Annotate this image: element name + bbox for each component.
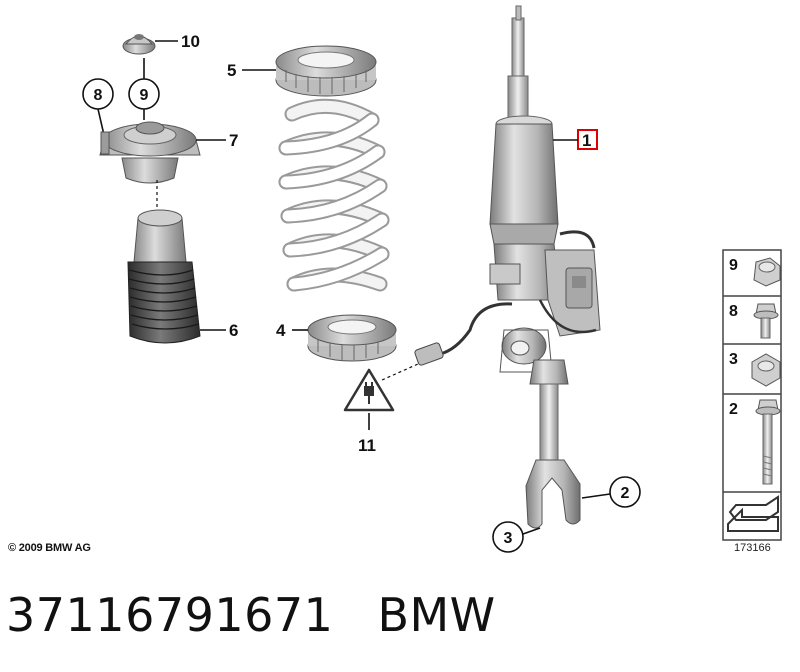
coil-spring	[278, 98, 390, 292]
key-3-nut[interactable]: 3	[729, 351, 781, 387]
callout-circle-9[interactable]: 9	[128, 78, 160, 110]
part-1-shock-absorber[interactable]	[414, 5, 601, 529]
diagram-id: 173166	[734, 542, 771, 554]
key-9-nut[interactable]: 9	[729, 257, 781, 287]
callout-2: 2	[621, 485, 630, 502]
callout-circle-8[interactable]: 8	[82, 78, 114, 110]
callout-8: 8	[94, 87, 103, 104]
callout-9: 9	[140, 87, 149, 104]
arrow-icon	[727, 495, 779, 532]
key-label-2: 2	[729, 401, 738, 418]
leader-2	[581, 493, 611, 499]
callout-circle-2[interactable]: 2	[609, 476, 641, 508]
copyright-notice: © 2009 BMW AG	[8, 542, 91, 554]
callout-6: 6	[229, 321, 238, 340]
part-number: 37116791671	[6, 588, 334, 642]
callout-10: 10	[181, 32, 200, 51]
callout-7: 7	[229, 131, 238, 150]
key-label-9: 9	[729, 257, 738, 274]
callout-circle-3[interactable]: 3	[492, 521, 524, 553]
part-7-top-mount[interactable]	[99, 121, 201, 184]
part-10-cap[interactable]	[122, 34, 156, 55]
key-label-3: 3	[729, 351, 738, 368]
brand-name: BMW	[377, 588, 496, 642]
key-8-bolt[interactable]: 8	[729, 303, 779, 339]
connector-dashed-line	[381, 363, 419, 381]
footer-caption: 37116791671 BMW	[6, 588, 540, 642]
hardware-key-panel	[722, 249, 782, 541]
electrical-connector-warning-icon[interactable]	[343, 368, 395, 412]
callout-4: 4	[276, 321, 286, 340]
leader-8	[97, 108, 105, 136]
part-6-dust-boot[interactable]	[127, 209, 201, 344]
callout-3: 3	[504, 530, 513, 547]
part-4-lower-spring-pad[interactable]	[307, 314, 397, 362]
callout-5: 5	[227, 61, 236, 80]
key-label-8: 8	[729, 303, 738, 320]
part-5-upper-spring-pad[interactable]	[275, 45, 377, 97]
leader-3	[522, 527, 541, 535]
callout-1: 1	[582, 131, 591, 150]
callout-11: 11	[358, 436, 376, 455]
key-2-bolt[interactable]: 2	[729, 399, 781, 485]
